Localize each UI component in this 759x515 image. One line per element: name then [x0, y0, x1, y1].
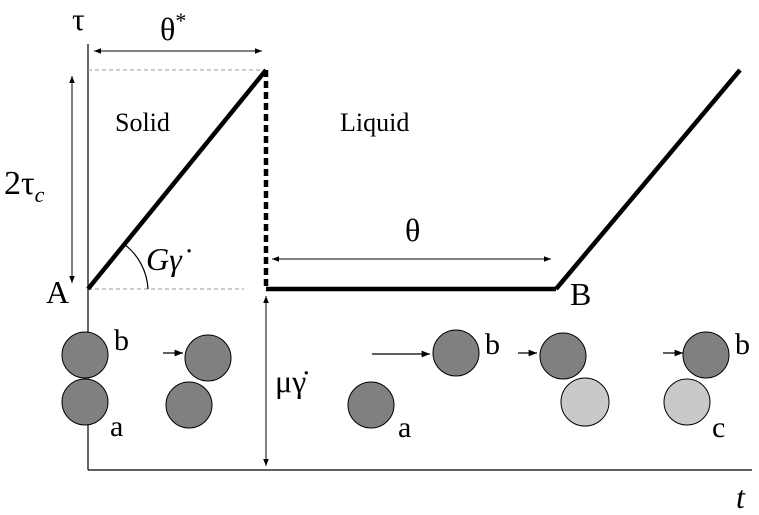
- slope-angle-arc: [123, 243, 149, 290]
- reloading-ramp-line: [554, 68, 742, 291]
- particle-a-group3: [347, 381, 395, 429]
- particle-b-group1: [61, 331, 109, 379]
- particle-label-c-group5: c: [712, 411, 725, 444]
- solid-region-label: Solid: [115, 108, 170, 137]
- theta-label: θ: [405, 212, 420, 248]
- particle-label-a-group1: a: [110, 410, 123, 443]
- particle-bottom-group2: [165, 381, 213, 429]
- two-tau-c-label: 2τc: [4, 165, 45, 207]
- particle-label-b-group5: b: [735, 328, 750, 361]
- particle-c-group5: [663, 378, 711, 426]
- particle-dark-group4: [539, 332, 587, 380]
- x-axis-label: t: [736, 479, 746, 515]
- loading-ramp-line: [86, 68, 268, 291]
- particle-label-a-group3: a: [398, 411, 411, 444]
- particle-label-b-group1: b: [114, 324, 129, 357]
- theta-star-label: θ*: [160, 8, 186, 47]
- point-b-label: B: [570, 276, 591, 312]
- liquid-region-label: Liquid: [340, 108, 409, 137]
- particle-label-b-group3: b: [485, 328, 500, 361]
- particle-b-group5: [682, 331, 730, 379]
- y-axis-label: τ: [72, 1, 85, 37]
- particle-light-group4: [560, 377, 610, 427]
- point-a-label: A: [46, 274, 69, 310]
- particle-a-group1: [61, 378, 109, 426]
- particle-top-group2: [184, 334, 232, 382]
- mu-gamma-dot-label: μγ̇: [275, 363, 308, 399]
- slope-label: Gγ̇: [146, 241, 192, 277]
- particle-b-group3: [432, 329, 480, 377]
